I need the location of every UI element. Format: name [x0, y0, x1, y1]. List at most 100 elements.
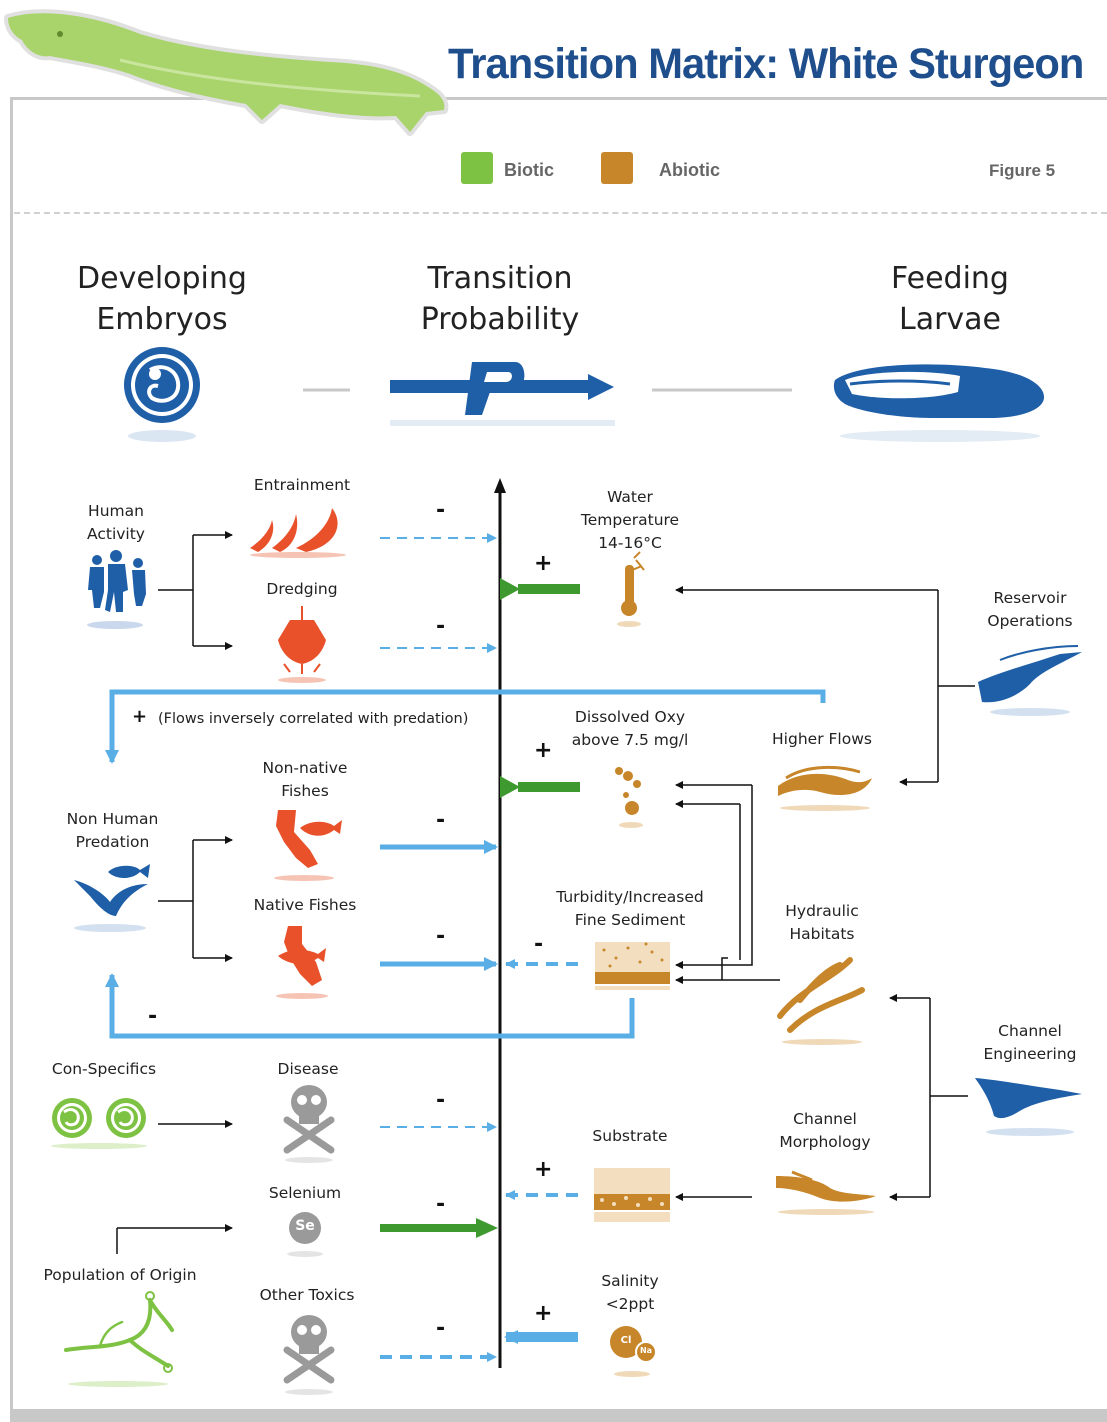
non-human-predation-line1: Non Human — [66, 810, 159, 828]
abiotic-swatch — [601, 152, 633, 184]
human-activity-label: Human Activity — [66, 500, 166, 546]
dissolved-oxy-line2: above 7.5 mg/l — [571, 731, 689, 749]
con-specifics-label: Con-Specifics — [51, 1060, 157, 1078]
turbidity-line2: Fine Sediment — [574, 911, 686, 929]
dredging-label: Dredging — [266, 580, 338, 598]
stage-middle-line1: Transition — [427, 261, 573, 296]
native-minus: - — [436, 924, 446, 949]
stage-transition-probability: Transition Probability — [400, 258, 600, 340]
non-human-predation-line2: Predation — [75, 833, 150, 851]
stage-left-line2: Embryos — [96, 302, 228, 337]
river-icon — [64, 1291, 174, 1387]
figure-label: Figure 5 — [989, 161, 1056, 180]
biotic-swatch — [461, 152, 493, 184]
non-native-fishes-line2: Fishes — [281, 782, 329, 800]
reservoir-operations-line1: Reservoir — [993, 589, 1067, 607]
temperature-plus: + — [534, 551, 553, 576]
sediment-icon — [595, 942, 670, 990]
disease-label: Disease — [277, 1060, 339, 1078]
water-temperature-line2: Temperature — [580, 511, 680, 529]
human-activity-line1: Human — [88, 502, 144, 520]
bottom-bar — [10, 1409, 1107, 1422]
flows-note: (Flows inversely correlated with predati… — [158, 711, 469, 727]
sodium-symbol: Na — [639, 1346, 653, 1355]
turbidity-line1: Turbidity/Increased — [556, 888, 704, 906]
higher-flows-label: Higher Flows — [772, 730, 872, 748]
dredging-icon — [278, 606, 326, 683]
native-fishes-label: Native Fishes — [253, 896, 357, 914]
thermometer-icon — [617, 551, 645, 627]
channel-morphology-line1: Channel — [793, 1110, 857, 1128]
non-human-predation-label: Non Human Predation — [50, 808, 175, 854]
swirls-icon — [777, 957, 865, 1045]
population-of-origin-label: Population of Origin — [43, 1266, 197, 1284]
disease-minus: - — [436, 1088, 446, 1113]
entrainment-icon — [250, 508, 346, 558]
stage-feeding-larvae: Feeding Larvae — [850, 258, 1050, 340]
non-native-minus: - — [436, 808, 446, 833]
hydraulic-habitats-line2: Habitats — [789, 925, 855, 943]
larva-icon — [833, 364, 1045, 442]
turbidity-predation-minus: - — [148, 1004, 158, 1029]
salinity-icon — [610, 1326, 657, 1377]
channel-engineering-line1: Channel — [998, 1022, 1062, 1040]
other-toxics-minus: - — [436, 1316, 446, 1341]
channel-morphology-icon — [776, 1170, 876, 1215]
reservoir-operations-label: Reservoir Operations — [960, 587, 1100, 633]
skull-icon — [283, 1085, 335, 1163]
selenium-label: Selenium — [268, 1184, 342, 1202]
turbidity-label: Turbidity/Increased Fine Sediment — [540, 886, 720, 932]
chloride-symbol: Cl — [620, 1335, 632, 1346]
water-temperature-line1: Water — [607, 488, 653, 506]
bubbles-icon — [615, 767, 643, 828]
channel-engineering-label: Channel Engineering — [960, 1020, 1100, 1066]
hydraulic-habitats-line1: Hydraulic — [785, 902, 859, 920]
salinity-plus: + — [534, 1301, 553, 1326]
reservoir-operations-line2: Operations — [987, 612, 1073, 630]
water-temperature-line3: 14-16°C — [598, 534, 662, 552]
selenium-icon — [287, 1212, 323, 1257]
dissolved-oxy-plus: + — [534, 738, 553, 763]
california-fish-icon-2 — [276, 926, 328, 999]
stage-left-line1: Developing — [77, 261, 247, 296]
people-icon — [87, 550, 146, 629]
non-native-fishes-label: Non-native Fishes — [235, 757, 375, 803]
channel-engineering-icon — [975, 1078, 1082, 1136]
stage-right-line1: Feeding — [891, 261, 1009, 296]
selenium-minus: - — [436, 1192, 446, 1217]
skull-icon-2 — [283, 1315, 335, 1395]
abiotic-label: Abiotic — [659, 160, 720, 180]
flows-icon — [778, 765, 872, 811]
entrainment-label: Entrainment — [253, 476, 351, 494]
embryo-icon — [124, 347, 200, 442]
dissolved-oxy-label: Dissolved Oxy above 7.5 mg/l — [548, 706, 712, 752]
substrate-label: Substrate — [592, 1127, 668, 1145]
channel-morphology-label: Channel Morphology — [755, 1108, 895, 1154]
stage-developing-embryos: Developing Embryos — [62, 258, 262, 340]
salinity-label: Salinity <2ppt — [560, 1270, 700, 1316]
human-activity-line2: Activity — [87, 525, 145, 543]
stage-right-line2: Larvae — [898, 302, 1002, 337]
reservoir-icon — [978, 645, 1082, 716]
salinity-line2: <2ppt — [605, 1295, 655, 1313]
salinity-line1: Salinity — [601, 1272, 659, 1290]
california-fish-icon — [274, 810, 342, 881]
diagram-frame — [10, 97, 1107, 1412]
selenium-symbol: Se — [295, 1218, 315, 1234]
sturgeon-icon — [4, 9, 449, 136]
channel-morphology-line2: Morphology — [779, 1133, 871, 1151]
entrainment-minus: - — [436, 498, 446, 523]
water-temperature-label: Water Temperature 14-16°C — [560, 486, 700, 555]
page-title: Transition Matrix: White Sturgeon — [448, 40, 1084, 88]
biotic-label: Biotic — [504, 160, 555, 180]
separator — [14, 212, 1107, 214]
dredging-minus: - — [436, 614, 446, 639]
hydraulic-habitats-label: Hydraulic Habitats — [752, 900, 892, 946]
non-native-fishes-line1: Non-native — [262, 759, 348, 777]
substrate-plus: + — [534, 1157, 553, 1182]
stage-middle-line2: Probability — [420, 302, 580, 337]
probability-arrow-icon — [390, 362, 615, 426]
flows-note-plus: + — [132, 706, 148, 727]
other-toxics-label: Other Toxics — [259, 1286, 355, 1304]
